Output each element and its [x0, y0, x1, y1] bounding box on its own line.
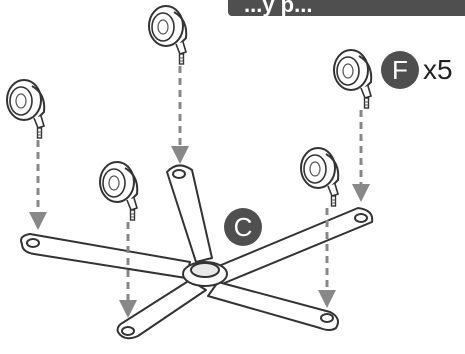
part-c-badge: C [224, 208, 262, 246]
caster-wheel-top [148, 5, 188, 65]
arrow-head-top [171, 146, 189, 164]
arrow-head-left [29, 212, 47, 230]
arrow-head-front-right [318, 290, 336, 308]
part-f-letter: F [392, 55, 408, 85]
chair-base-icon [20, 164, 374, 340]
part-f-badge: F [381, 51, 419, 89]
arrow-head-front-left [119, 300, 137, 318]
caster-wheel-front-right [300, 147, 340, 207]
caster-wheel-left [6, 79, 46, 139]
step-banner-text: ...y p... [244, 0, 313, 16]
caster-wheel-right [333, 49, 373, 109]
part-c-letter: C [233, 212, 253, 242]
caster-wheel-front-left [99, 161, 139, 221]
part-f-quantity: x5 [423, 54, 453, 85]
arrow-head-right [352, 184, 370, 202]
step-banner: ...y p... [228, 0, 465, 16]
